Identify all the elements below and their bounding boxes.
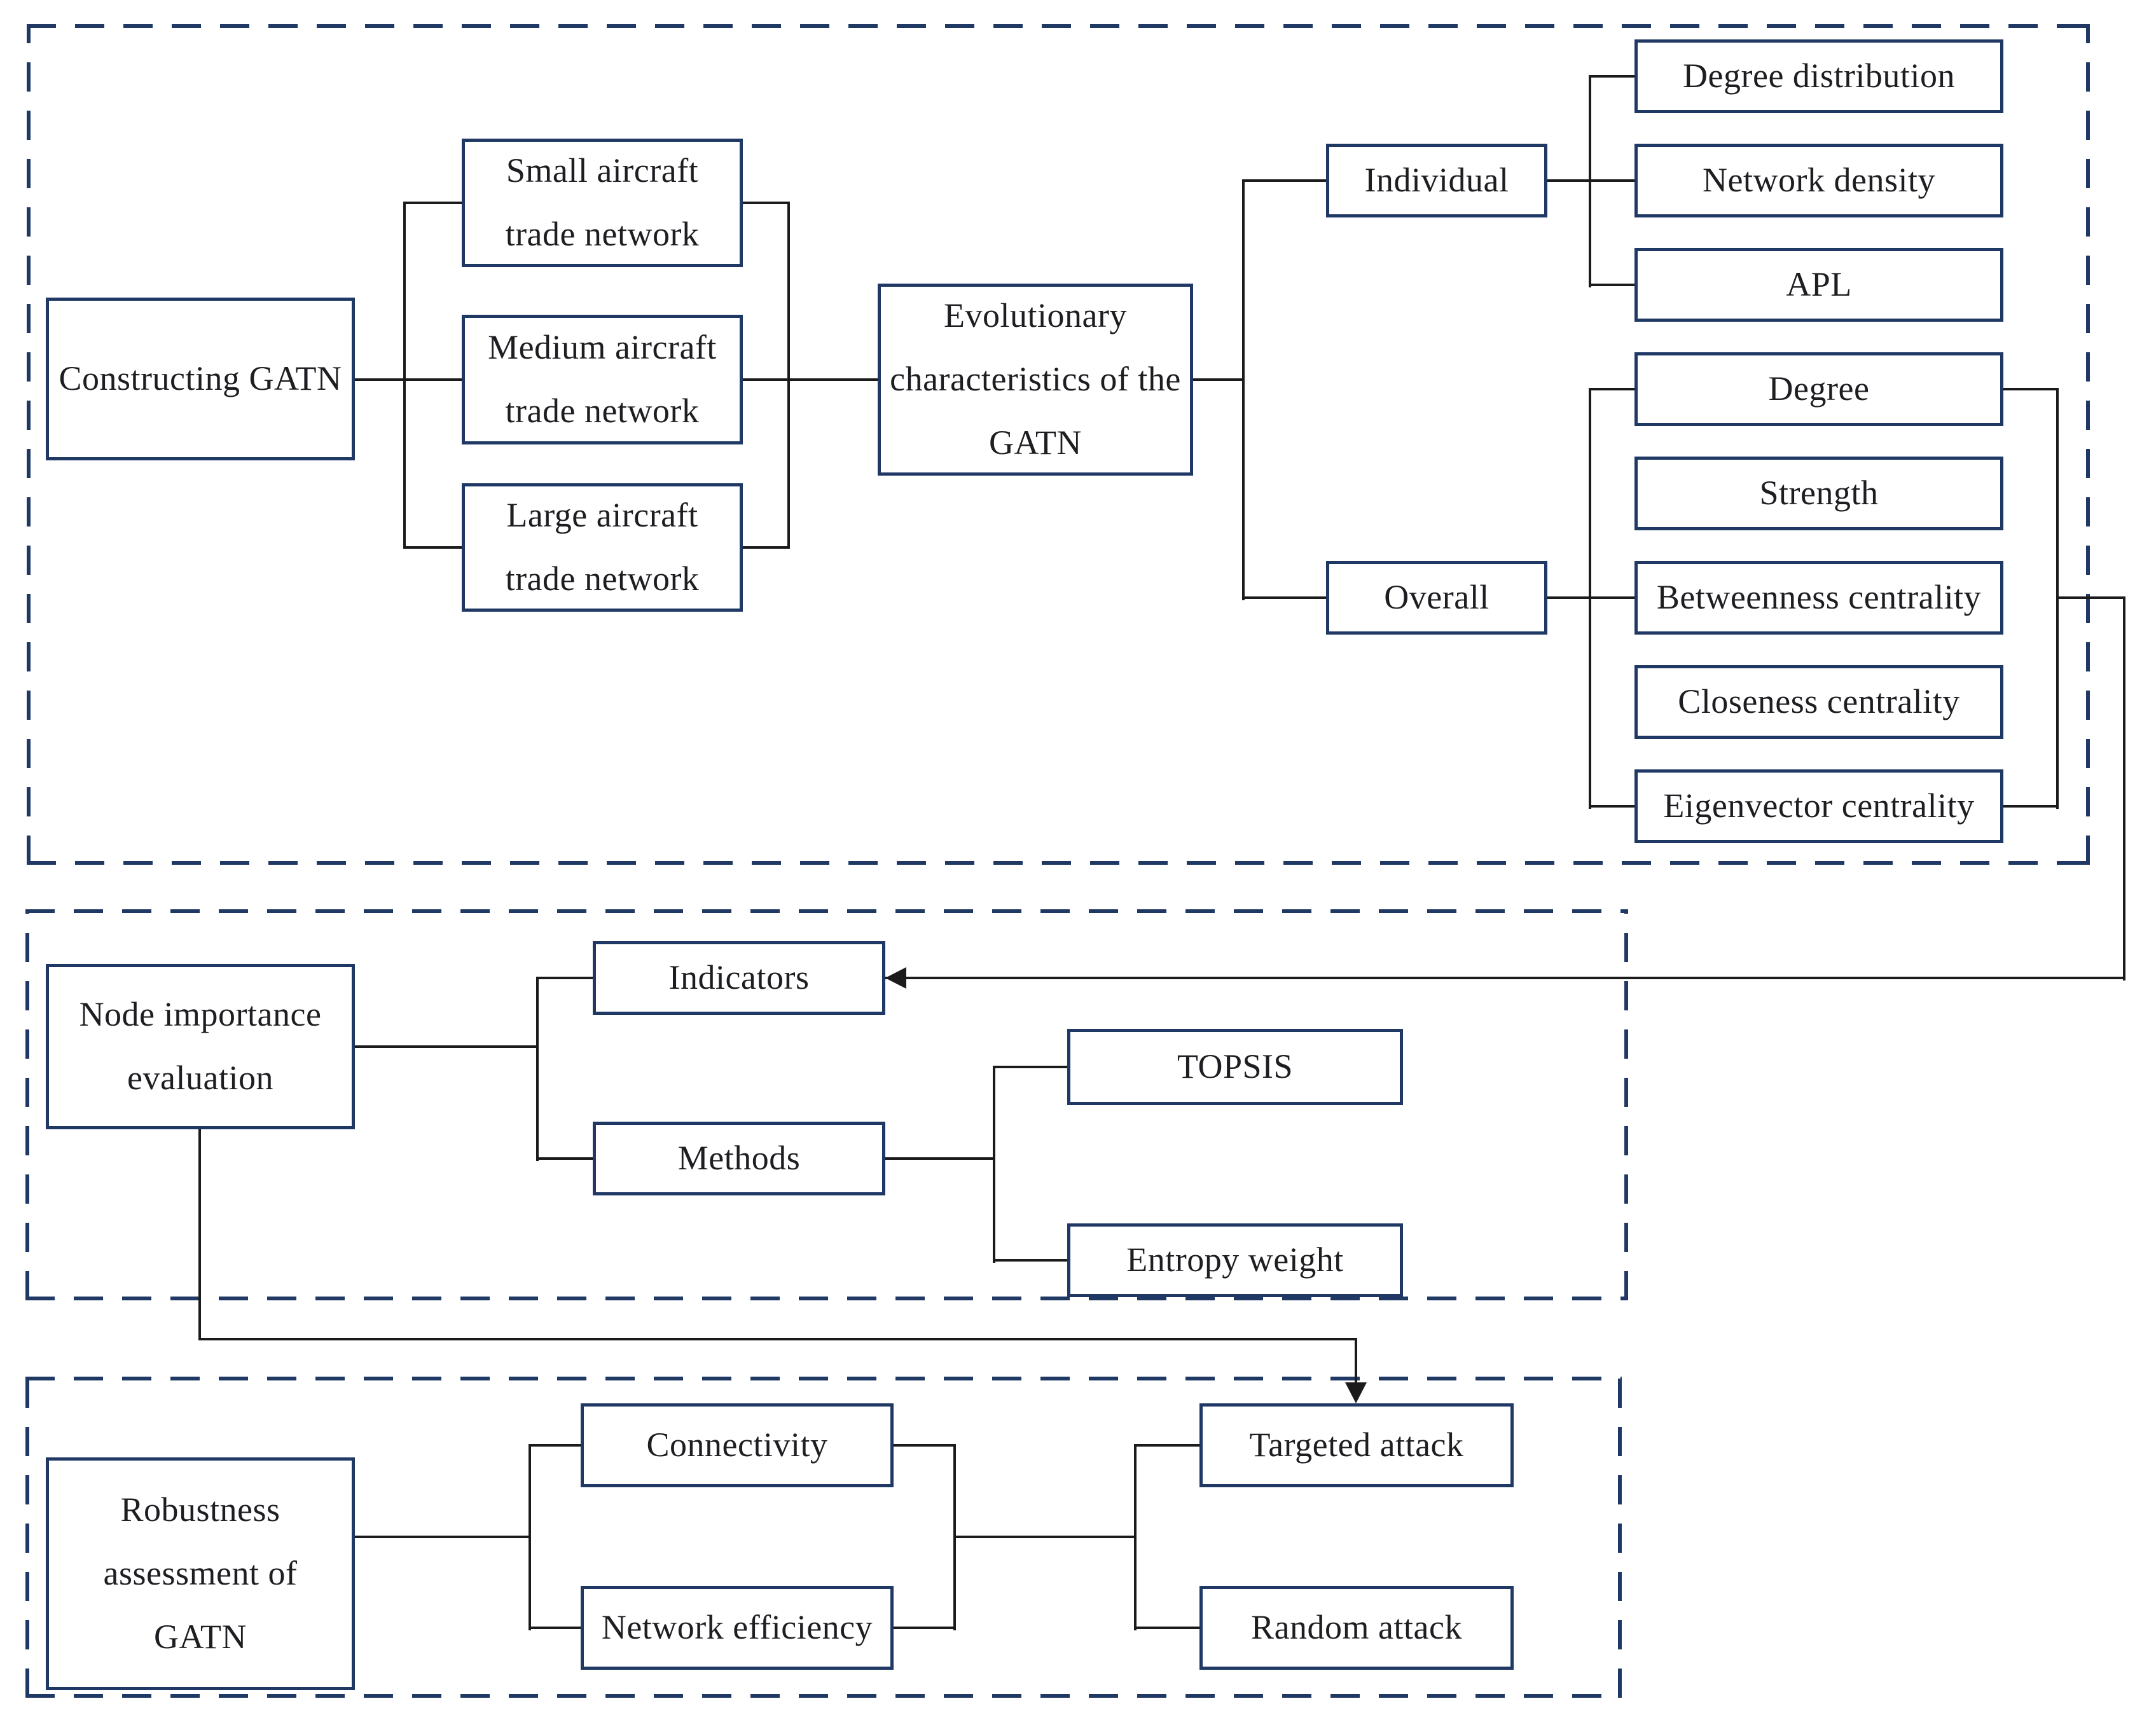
node-indicators: Indicators	[593, 941, 885, 1015]
node-indicators-label: Indicators	[668, 958, 810, 997]
stub-eigenvector-right	[2003, 805, 2059, 808]
stub-targeted-attack	[1134, 1444, 1199, 1447]
bracket-overall-children	[1589, 388, 1591, 809]
connector-outer-down	[2123, 596, 2125, 980]
node-strength: Strength	[1634, 457, 2003, 530]
node-small-aircraft-network: Small aircraft trade network	[462, 139, 743, 267]
stub-methods	[536, 1157, 593, 1160]
node-robustness-assessment-label: Robustness assessment of GATN	[103, 1490, 298, 1656]
node-degree: Degree	[1634, 352, 2003, 426]
bracket-attacks	[1134, 1444, 1137, 1630]
node-evolutionary-characteristics: Evolutionary characteristics of the GATN	[878, 284, 1193, 476]
node-robustness-assessment: Robustness assessment of GATN	[46, 1457, 355, 1690]
connector-medium-to-evolutionary	[743, 378, 878, 381]
bracket-topsis-entropy	[993, 1066, 995, 1263]
stub-small-right	[743, 202, 790, 204]
node-targeted-attack-label: Targeted attack	[1249, 1426, 1464, 1464]
node-topsis: TOPSIS	[1067, 1029, 1403, 1105]
stub-network-efficiency-right	[894, 1627, 956, 1629]
node-targeted-attack: Targeted attack	[1199, 1403, 1514, 1487]
connector-evolutionary-to-split	[1193, 378, 1245, 381]
connector-collect-to-outer	[2056, 596, 2125, 599]
node-node-importance-evaluation-label: Node importance evaluation	[79, 995, 322, 1097]
bracket-indicators-methods	[536, 977, 539, 1161]
node-topsis-label: TOPSIS	[1177, 1047, 1294, 1086]
stub-connectivity-left	[529, 1444, 581, 1447]
node-node-importance-evaluation: Node importance evaluation	[46, 964, 355, 1129]
node-connectivity: Connectivity	[581, 1403, 894, 1487]
connector-measures-to-attacks	[953, 1536, 1137, 1538]
bracket-networks-right	[787, 202, 790, 549]
node-entropy-weight-label: Entropy weight	[1126, 1241, 1344, 1279]
stub-indicators	[536, 977, 593, 979]
stub-degree-distribution	[1589, 75, 1634, 78]
node-network-efficiency-label: Network efficiency	[601, 1608, 873, 1647]
stub-entropy-weight	[993, 1259, 1067, 1262]
connector-node-importance-to-split	[355, 1045, 539, 1048]
node-large-aircraft-network: Large aircraft trade network	[462, 483, 743, 612]
connector-across-to-targeted	[198, 1338, 1357, 1340]
node-eigenvector-centrality: Eigenvector centrality	[1634, 769, 2003, 843]
stub-apl	[1589, 284, 1634, 286]
node-degree-distribution: Degree distribution	[1634, 39, 2003, 113]
node-large-aircraft-network-label: Large aircraft trade network	[505, 496, 700, 598]
connector-methods-to-split	[885, 1157, 995, 1160]
node-network-efficiency: Network efficiency	[581, 1586, 894, 1670]
node-betweenness-centrality-label: Betweenness centrality	[1656, 578, 1982, 617]
node-individual: Individual	[1326, 144, 1547, 217]
node-apl: APL	[1634, 248, 2003, 322]
node-network-density: Network density	[1634, 144, 2003, 217]
node-constructing-gatn-label: Constructing GATN	[59, 359, 342, 398]
stub-network-efficiency-left	[529, 1627, 581, 1629]
stub-large-left	[403, 546, 462, 549]
stub-connectivity-right	[894, 1444, 956, 1447]
node-overall: Overall	[1326, 561, 1547, 635]
node-closeness-centrality: Closeness centrality	[1634, 665, 2003, 739]
arrowhead-into-indicators	[885, 967, 906, 989]
node-strength-label: Strength	[1759, 474, 1879, 513]
node-medium-aircraft-network: Medium aircraft trade network	[462, 315, 743, 444]
bracket-networks-left	[403, 202, 406, 549]
stub-degree-right	[2003, 388, 2059, 390]
arrowhead-into-targeted-attack	[1345, 1382, 1367, 1403]
connector-constructing-to-networks	[355, 378, 462, 381]
node-overall-label: Overall	[1384, 578, 1489, 617]
node-random-attack: Random attack	[1199, 1586, 1514, 1670]
node-methods: Methods	[593, 1122, 885, 1195]
bracket-individual-children	[1589, 75, 1591, 287]
stub-eigenvector	[1589, 805, 1634, 808]
node-medium-aircraft-network-label: Medium aircraft trade network	[488, 328, 717, 430]
connector-to-indicators-arrow-line	[885, 977, 2125, 979]
node-connectivity-label: Connectivity	[646, 1426, 828, 1464]
connector-node-importance-down	[198, 1129, 201, 1339]
stub-overall	[1242, 596, 1326, 599]
stub-small-left	[403, 202, 462, 204]
node-small-aircraft-network-label: Small aircraft trade network	[505, 151, 700, 253]
node-entropy-weight: Entropy weight	[1067, 1223, 1403, 1297]
node-degree-label: Degree	[1768, 369, 1870, 408]
node-individual-label: Individual	[1364, 161, 1509, 200]
node-methods-label: Methods	[677, 1139, 801, 1178]
node-network-density-label: Network density	[1703, 161, 1935, 200]
node-degree-distribution-label: Degree distribution	[1683, 57, 1955, 95]
connector-down-to-targeted	[1355, 1338, 1357, 1385]
bracket-individual-overall	[1242, 179, 1245, 600]
node-constructing-gatn: Constructing GATN	[46, 298, 355, 460]
node-betweenness-centrality: Betweenness centrality	[1634, 561, 2003, 635]
node-random-attack-label: Random attack	[1251, 1608, 1462, 1647]
stub-topsis	[993, 1066, 1067, 1068]
node-closeness-centrality-label: Closeness centrality	[1678, 682, 1960, 721]
node-evolutionary-characteristics-label: Evolutionary characteristics of the GATN	[890, 296, 1181, 462]
node-eigenvector-centrality-label: Eigenvector centrality	[1663, 787, 1975, 825]
stub-degree	[1589, 388, 1634, 390]
stub-random-attack	[1134, 1627, 1199, 1629]
node-apl-label: APL	[1786, 265, 1852, 304]
bracket-connectivity-efficiency	[529, 1444, 531, 1630]
connector-robustness-to-split	[355, 1536, 531, 1538]
stub-individual	[1242, 179, 1326, 182]
stub-large-right	[743, 546, 790, 549]
